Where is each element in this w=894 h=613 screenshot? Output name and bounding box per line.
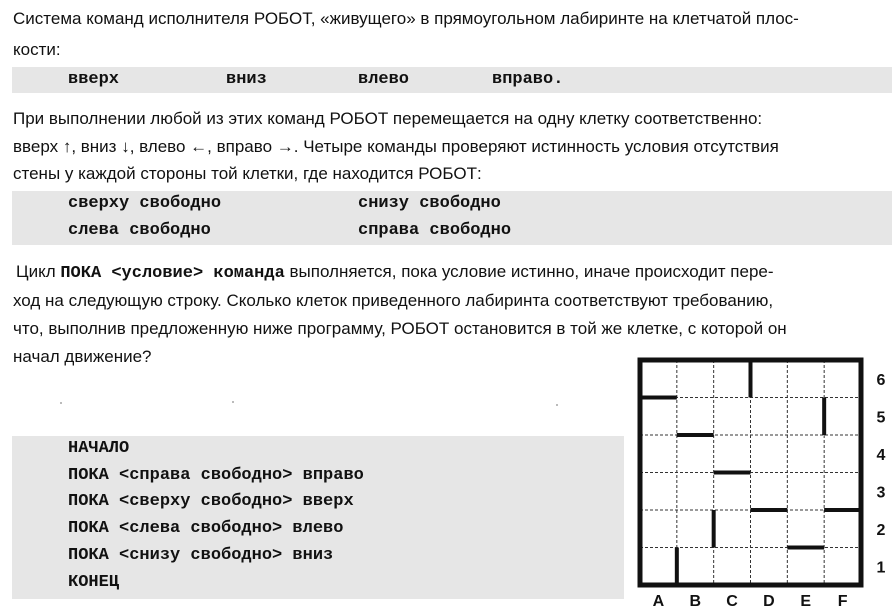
maze-row-label: 1 xyxy=(877,559,886,576)
scan-speck xyxy=(60,402,62,404)
program-band xyxy=(12,436,624,599)
maze-column-label: C xyxy=(726,593,738,610)
maze-row-label: 2 xyxy=(877,522,886,539)
command-left: влево xyxy=(358,70,410,89)
scan-speck xyxy=(232,401,234,403)
description-line-2: вверх ↑, вниз ↓, влево ←, вправо →. Четы… xyxy=(13,137,779,156)
command-right: вправо. xyxy=(492,70,564,89)
maze-row-labels: 6 5 4 3 2 1 xyxy=(877,372,886,577)
maze-column-label: D xyxy=(763,593,775,610)
loop-line-3: что, выполнив предложенную ниже программ… xyxy=(13,319,787,338)
program-line-up: ПОКА <сверху свободно> вверх xyxy=(68,492,354,511)
program-line-down: ПОКА <снизу свободно> вниз xyxy=(68,546,334,565)
loop-prefix: Цикл xyxy=(16,262,61,281)
maze-row-label: 6 xyxy=(877,372,886,389)
description-line-3: стены у каждой стороны той клетки, где н… xyxy=(13,164,482,183)
program-line-start: НАЧАЛО xyxy=(68,439,130,458)
maze-walls xyxy=(640,360,861,585)
conditions-band xyxy=(12,191,892,245)
condition-right: справа свободно xyxy=(358,221,512,240)
condition-up: сверху свободно xyxy=(68,194,222,213)
maze-border xyxy=(637,357,864,588)
intro-line-2: кости: xyxy=(13,40,61,59)
intro-line-1: Система команд исполнителя РОБОТ, «живущ… xyxy=(13,9,799,28)
loop-line-4: начал движение? xyxy=(13,347,152,366)
maze-column-label: A xyxy=(653,593,665,610)
command-down: вниз xyxy=(226,70,267,89)
maze-row-label: 4 xyxy=(877,447,886,464)
loop-line-2: ход на следующую строку. Сколько клеток … xyxy=(13,291,774,310)
maze-row-label: 5 xyxy=(877,409,886,426)
loop-suffix: выполняется, пока условие истинно, иначе… xyxy=(284,262,774,281)
loop-line-1: Цикл ПОКА <условие> команда выполняется,… xyxy=(16,258,774,287)
command-up: вверх xyxy=(68,70,120,89)
maze-diagram: A B C D E F 6 5 4 3 2 1 xyxy=(637,357,886,610)
scan-speck xyxy=(556,404,558,406)
description-line-1: При выполнении любой из этих команд РОБО… xyxy=(13,109,763,128)
maze-column-label: B xyxy=(689,593,701,610)
loop-code: ПОКА <условие> команда xyxy=(60,264,285,283)
maze-row-label: 3 xyxy=(877,484,886,501)
maze-column-label: E xyxy=(800,593,811,610)
program-line-end: КОНЕЦ xyxy=(68,573,120,592)
program-line-right: ПОКА <справа свободно> вправо xyxy=(68,466,364,485)
maze-column-label: F xyxy=(838,593,848,610)
program-line-left: ПОКА <слева свободно> влево xyxy=(68,519,344,538)
condition-down: снизу свободно xyxy=(358,194,501,213)
move-commands-band xyxy=(12,67,892,93)
condition-left: слева свободно xyxy=(68,221,211,240)
maze-column-labels: A B C D E F xyxy=(653,593,848,610)
